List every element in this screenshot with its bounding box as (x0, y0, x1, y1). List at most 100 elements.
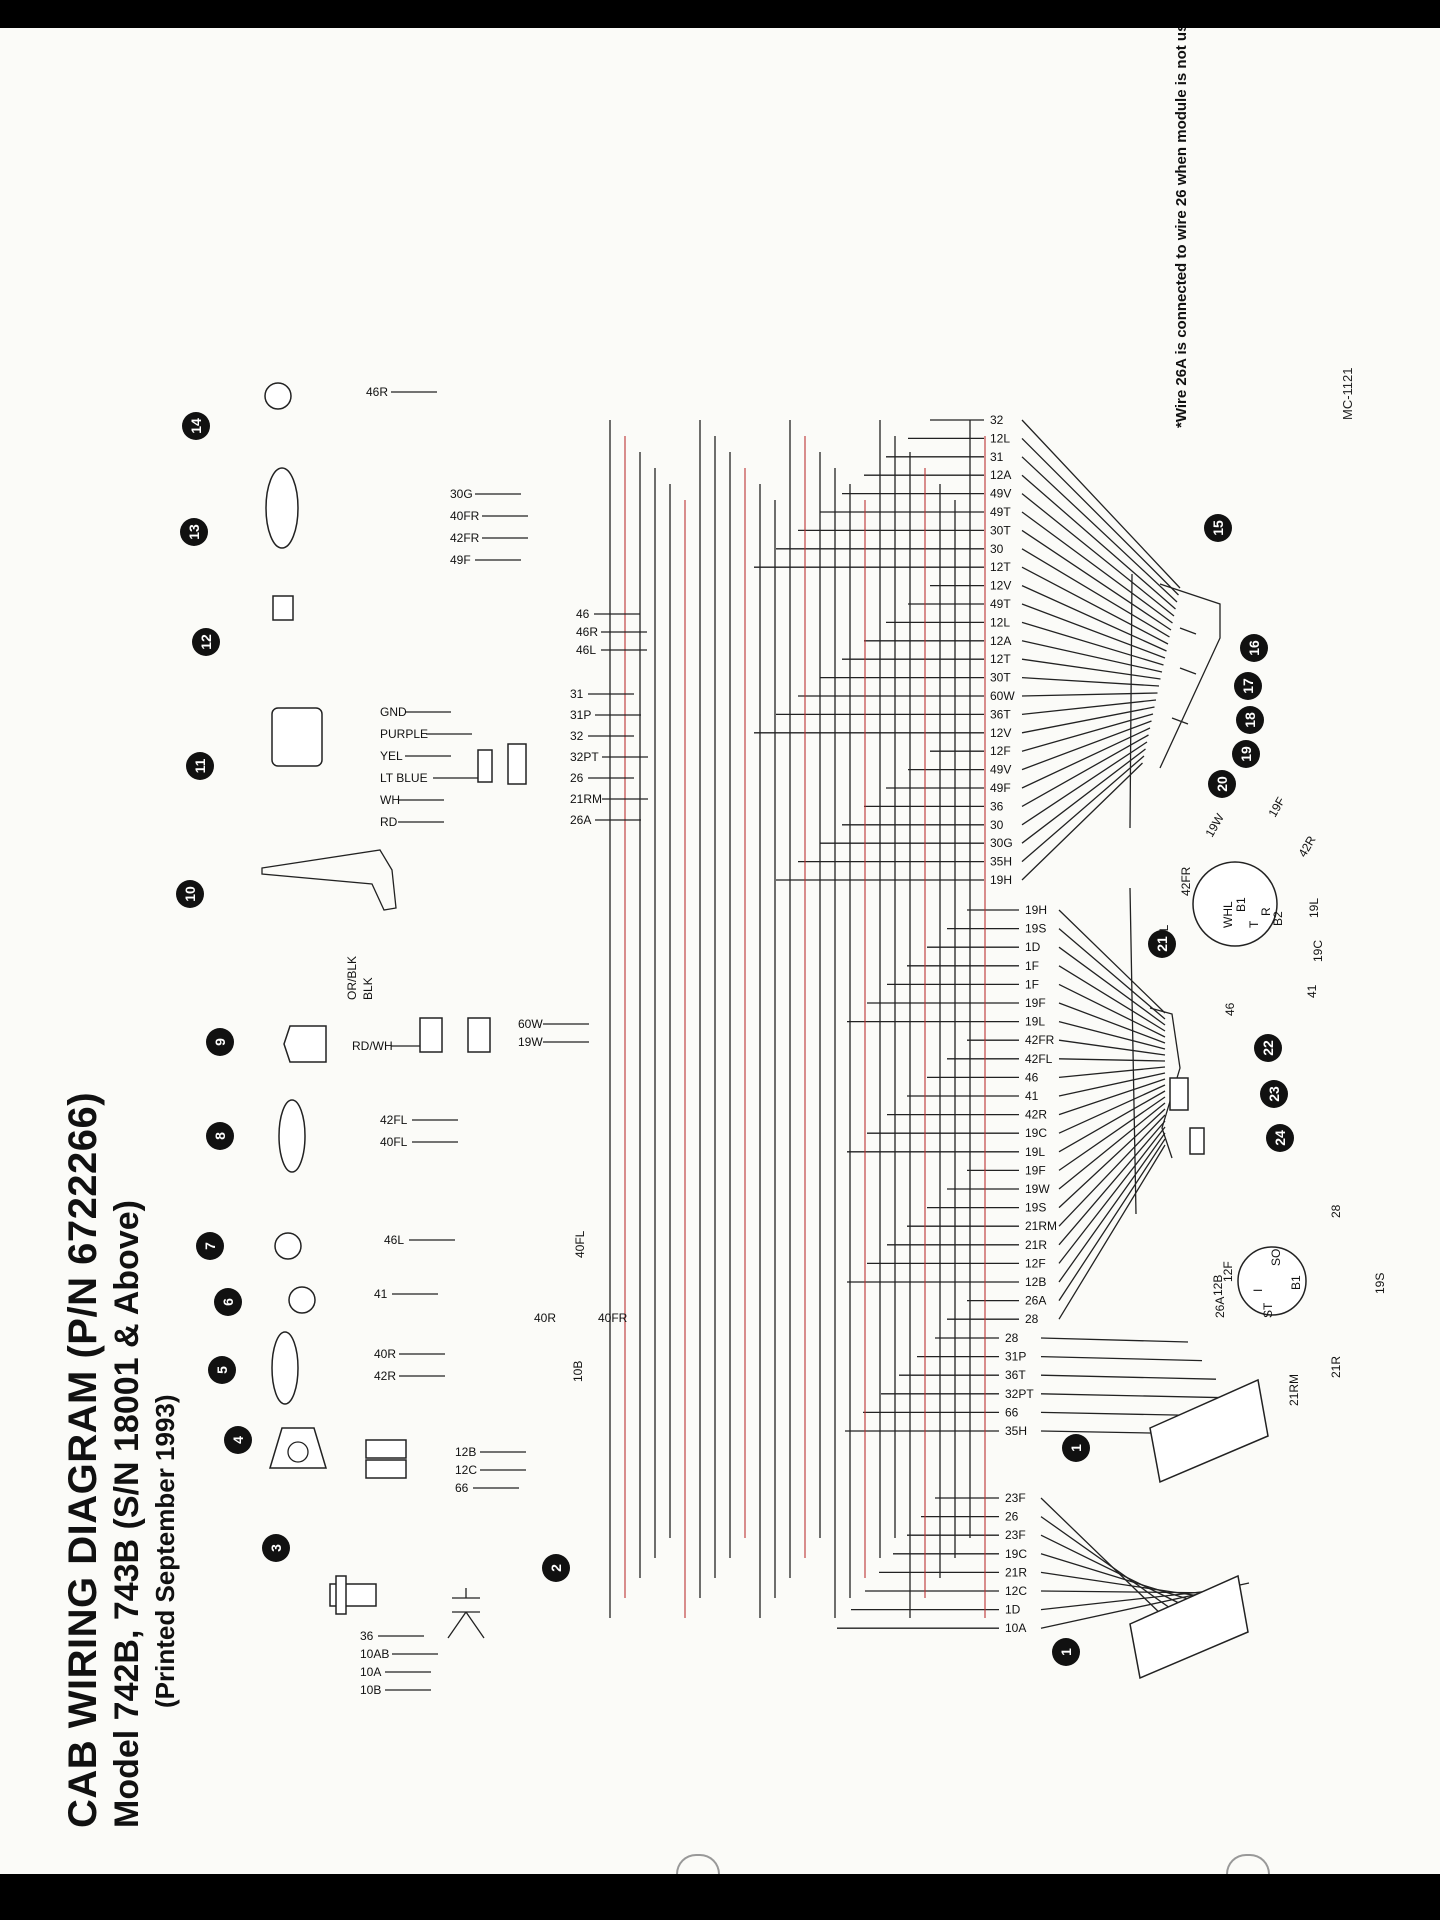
callout-number: 15 (1210, 520, 1226, 536)
component-c6-label: 41 (374, 1287, 388, 1301)
callout-badge: 1 (1052, 1638, 1080, 1666)
module1-lower-label: 26 (1005, 1510, 1019, 1524)
callout-circle (176, 880, 204, 908)
module1-upper-wire (917, 1355, 1203, 1362)
module-1-lower-icon (1129, 1574, 1249, 1680)
bus-top-wire (842, 658, 1161, 680)
bus-top-wire (864, 640, 1163, 673)
component-c9-label: RD/WH (352, 1039, 393, 1053)
mid-40fr-label: 40FR (598, 1311, 628, 1325)
component-c11_left-label: WH (380, 793, 400, 807)
module1-lower-wire (907, 1534, 1190, 1609)
callout-badge: 2 (542, 1554, 570, 1582)
bus-mid-label: 19F (1025, 1163, 1046, 1177)
wire-labels: 3212L3112A49V49T30T3012T12V49T12L12A12T3… (345, 385, 1387, 1697)
switch-lower-label: B1 (1289, 1275, 1303, 1290)
bus-mid-label: 28 (1025, 1312, 1039, 1326)
module1-upper-wire (899, 1374, 1217, 1380)
component-c11_right-label: 31P (570, 708, 591, 722)
callout-circle (262, 1534, 290, 1562)
callout-circle (192, 628, 220, 656)
bus-top-label: 49V (990, 763, 1011, 777)
bus-top-label: 49T (990, 597, 1011, 611)
bus-top-label: 12A (990, 634, 1011, 648)
bus-top-label: 30T (990, 523, 1011, 537)
callout-circle (1148, 930, 1176, 958)
component-c9-label: 60W (518, 1017, 543, 1031)
callout-badge: 8 (206, 1122, 234, 1150)
switch-upper-label: WHL (1221, 901, 1235, 928)
bus-mid-wire (887, 1078, 1166, 1116)
connector-11b-icon (507, 743, 527, 785)
switch-upper-label: 19F (1265, 795, 1287, 820)
bus-top-wire (776, 699, 1157, 716)
bus-top-wire (908, 603, 1166, 659)
callout-number: 23 (1266, 1086, 1282, 1102)
callout-number: 2 (548, 1564, 564, 1572)
bus-top-label: 49T (990, 505, 1011, 519)
bus-top-wire (886, 456, 1178, 603)
bus-mid-wire (907, 1114, 1166, 1227)
bus-mid-wire (947, 927, 1166, 1020)
callout-badge: 6 (214, 1288, 242, 1316)
switch-upper-label: B2 (1271, 911, 1285, 926)
component-c3-label: 36 (360, 1629, 374, 1643)
bus-mid-wire (947, 1144, 1166, 1320)
component-c4-label: 12C (455, 1463, 477, 1477)
component-c11_left-label: LT BLUE (380, 771, 428, 785)
bulb-7-icon (274, 1232, 302, 1260)
switch-lower-label: I (1251, 1289, 1265, 1292)
bus-mid-wire (867, 1084, 1166, 1134)
bus-mid-label: 1D (1025, 940, 1041, 954)
component-c8-label: 42FL (380, 1113, 408, 1127)
callout-number: 22 (1260, 1040, 1276, 1056)
bus-mid-wire (887, 1120, 1166, 1246)
callout-circle (1236, 706, 1264, 734)
component-c11_right-label: 32PT (570, 750, 599, 764)
wiper-10-icon (261, 849, 397, 911)
switch-lower-label: ST (1261, 1302, 1275, 1318)
callout-badge: 5 (208, 1356, 236, 1384)
component-c4-label: 12B (455, 1445, 476, 1459)
bus-lines (378, 391, 1259, 1691)
module-1-upper-icon (1149, 1378, 1269, 1484)
bus-mid-label: 19F (1025, 996, 1046, 1010)
module1-upper-label: 28 (1005, 1331, 1019, 1345)
callout-badge: 7 (196, 1232, 224, 1260)
module1-upper-label: 35H (1005, 1424, 1027, 1438)
bus-mid-label: 1F (1025, 959, 1039, 973)
bus-top-label: 30T (990, 671, 1011, 685)
connector-24-icon (1189, 1127, 1205, 1155)
callout-circle (180, 518, 208, 546)
callout-badge: 21 (1148, 930, 1176, 958)
callout-circle (1232, 740, 1260, 768)
bus-top-wire (886, 727, 1151, 789)
bus-top-label: 12A (990, 468, 1011, 482)
switch-2-icon (447, 1588, 485, 1639)
bus-mid-wire (967, 1138, 1166, 1302)
component-c11_right-label: 32 (570, 729, 584, 743)
switch-upper-label: 42FR (1179, 866, 1193, 896)
bus-top-wire (842, 741, 1148, 826)
callout-circle (1204, 514, 1232, 542)
callout-badge: 24 (1266, 1124, 1294, 1152)
component-c11_left-label: RD (380, 815, 398, 829)
bus-top-wire (820, 676, 1160, 687)
bus-mid-label: 12B (1025, 1275, 1046, 1289)
bus-mid-wire (927, 946, 1166, 1026)
component-c13-label: 49F (450, 553, 471, 567)
callout-circle (214, 1288, 242, 1316)
bus-mid-label: 19S (1025, 1201, 1046, 1215)
component-c11_right-label: 31 (570, 687, 584, 701)
callout-badge: 14 (182, 412, 210, 440)
bus-top-wire (798, 692, 1158, 697)
callout-number: 18 (1242, 712, 1258, 728)
module1-lower-label: 23F (1005, 1491, 1026, 1505)
callout-number: 8 (212, 1132, 228, 1140)
page: CAB WIRING DIAGRAM (P/N 6722266) Model 7… (0, 28, 1440, 1874)
wiring-diagram: 3212L3112A49V49T30T3012T12V49T12L12A12T3… (176, 382, 1387, 1697)
bus-mid-wire (947, 1102, 1166, 1190)
callout-number: 1 (1058, 1648, 1074, 1656)
callout-badge: 11 (186, 752, 214, 780)
mid-40fl-label: 40FL (573, 1230, 587, 1258)
